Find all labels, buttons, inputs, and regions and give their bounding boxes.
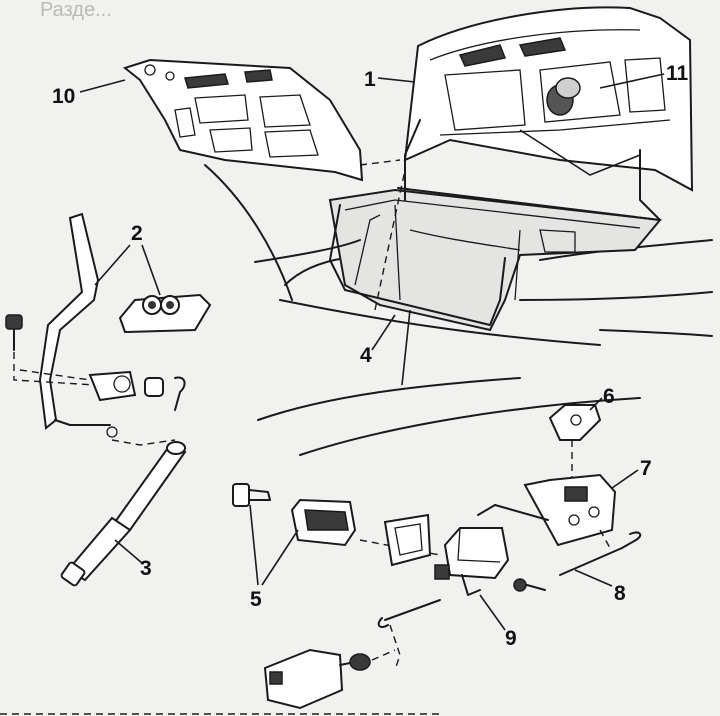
callout-leaders (79, 73, 665, 631)
bushing-part (144, 376, 186, 411)
hinge-arm-part (38, 212, 137, 438)
callout-2: 2 (131, 222, 143, 245)
callout-1: 1 (364, 68, 376, 91)
gasket-part (383, 513, 432, 567)
hinge-bracket-part (118, 293, 212, 334)
callout-3: 3 (140, 557, 152, 580)
callout-7: 7 (640, 457, 652, 480)
release-rod-part (559, 529, 642, 576)
callout-5: 5 (250, 588, 262, 611)
callout-8: 8 (614, 582, 626, 605)
callout-6: 6 (603, 385, 615, 408)
lock-cylinder-part (290, 498, 441, 556)
guide-line (19, 369, 91, 381)
gas-strut-part (60, 439, 187, 587)
trunk-seal-part (329, 187, 661, 326)
guide-line (359, 159, 401, 166)
latch-body-part (477, 473, 617, 547)
callout-4: 4 (360, 344, 372, 367)
callout-10: 10 (52, 85, 75, 108)
header-text: Разде... (40, 0, 112, 21)
rod-link-part (377, 599, 441, 671)
bolt-part (5, 314, 96, 386)
key-part (232, 483, 271, 507)
callout-11: 11 (666, 62, 689, 85)
trunk-lid-part (403, 6, 694, 221)
callout-9: 9 (505, 627, 517, 650)
lock-motor-part (263, 648, 396, 710)
car-body-outline (204, 164, 713, 456)
lock-actuator-part (434, 527, 546, 596)
inner-lid-panel-part (122, 58, 364, 182)
latch-bracket-part (548, 404, 602, 485)
